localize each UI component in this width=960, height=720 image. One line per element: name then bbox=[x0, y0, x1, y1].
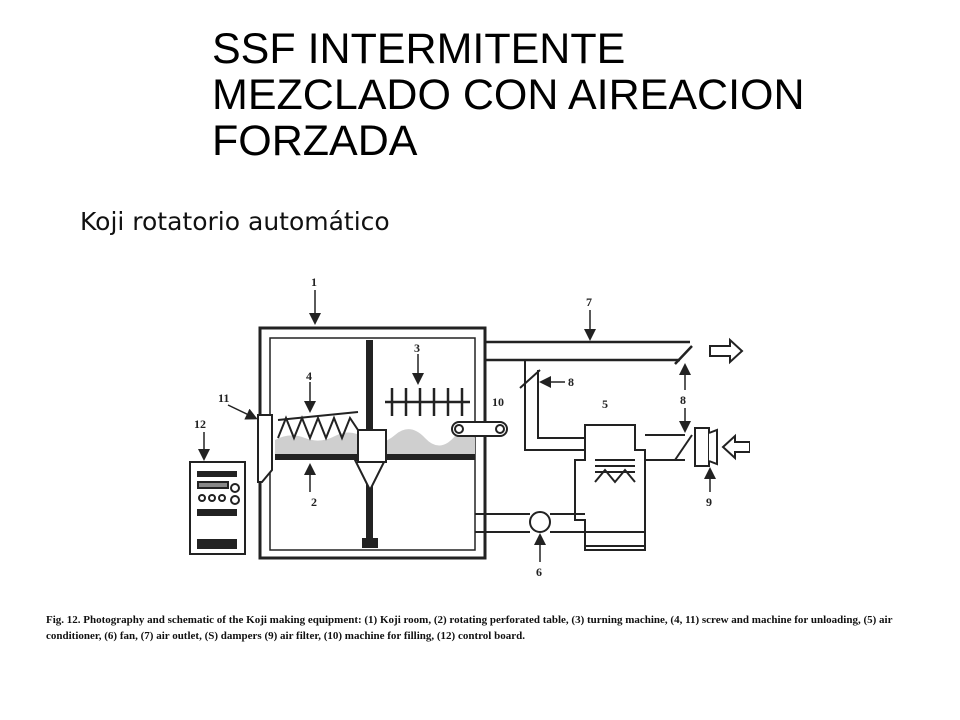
koji-equipment-schematic: 1 2 3 4 5 6 7 8 8 9 10 11 12 bbox=[180, 270, 751, 582]
title-line-1: SSF INTERMITENTE bbox=[212, 25, 626, 73]
return-duct bbox=[519, 360, 590, 451]
label-10: 10 bbox=[492, 395, 504, 409]
label-6: 6 bbox=[536, 565, 542, 579]
screw-unloader bbox=[277, 415, 359, 441]
slide-subtitle: Koji rotatorio automático bbox=[80, 207, 390, 236]
inlet-duct bbox=[645, 427, 718, 467]
figure-caption: Fig. 12. Photography and schematic of th… bbox=[46, 614, 893, 642]
label-11: 11 bbox=[218, 391, 229, 405]
perforated-table bbox=[275, 427, 475, 463]
schematic-svg: 1 2 3 4 5 6 7 8 8 9 10 11 12 bbox=[189, 275, 751, 579]
label-8a: 8 bbox=[568, 375, 574, 389]
title-line-3: FORZADA bbox=[212, 117, 418, 165]
unloading-chute bbox=[257, 414, 273, 483]
fan bbox=[475, 511, 585, 533]
inlet-arrow-icon bbox=[721, 433, 751, 461]
label-3: 3 bbox=[414, 341, 420, 355]
label-2: 2 bbox=[311, 495, 317, 509]
air-conditioner bbox=[574, 424, 646, 551]
air-outlet-duct bbox=[485, 340, 693, 365]
outlet-arrow-icon bbox=[709, 337, 744, 365]
slide-title: SSF INTERMITENTE MEZCLADO CON AIREACION … bbox=[212, 26, 805, 164]
label-1: 1 bbox=[311, 275, 317, 289]
label-4: 4 bbox=[306, 369, 312, 383]
filling-machine bbox=[451, 421, 508, 437]
control-board bbox=[189, 461, 246, 555]
label-12: 12 bbox=[194, 417, 206, 431]
label-5: 5 bbox=[602, 397, 608, 411]
turning-machine bbox=[385, 388, 470, 416]
label-9: 9 bbox=[706, 495, 712, 509]
label-8b: 8 bbox=[680, 393, 686, 407]
label-7: 7 bbox=[586, 295, 592, 309]
title-line-2: MEZCLADO CON AIREACION bbox=[212, 71, 805, 119]
